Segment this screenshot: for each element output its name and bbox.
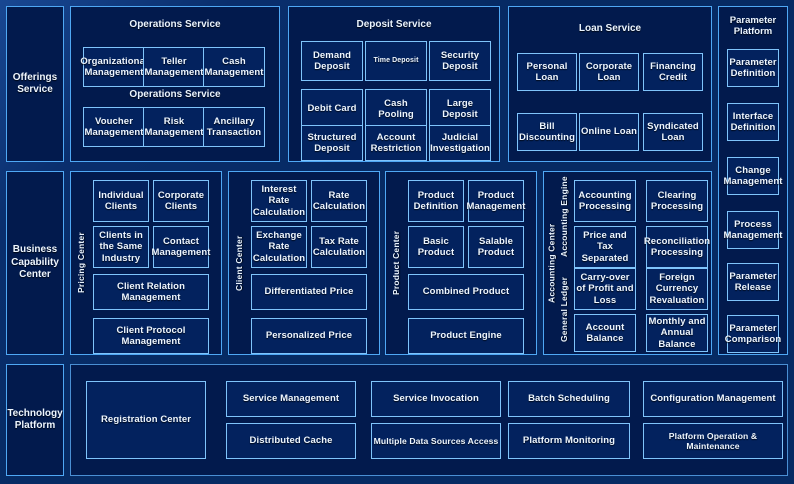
center-item[interactable]: Individual Clients	[93, 180, 149, 222]
offering-item[interactable]: Time Deposit	[365, 41, 427, 81]
offering-item[interactable]: Financing Credit	[643, 53, 703, 91]
offering-item[interactable]: Online Loan	[579, 113, 639, 151]
general-ledger-item[interactable]: Monthly and Annual Balance	[646, 314, 708, 352]
technology-platform-item[interactable]: Multiple Data Sources Access	[371, 423, 501, 459]
parameter-platform-item[interactable]: Parameter Release	[727, 263, 779, 301]
accounting-engine-rail-label: Accounting Engine	[559, 176, 569, 258]
group-subtitle-operations-service: Operations Service	[129, 89, 221, 100]
parameter-platform-item[interactable]: Process Management	[723, 211, 782, 249]
center-item[interactable]: Tax Rate Calculation	[311, 226, 367, 268]
parameter-platform-item[interactable]: Parameter Definition	[727, 49, 779, 87]
offering-item[interactable]: Bill Discounting	[517, 113, 577, 151]
parameter-platform-item[interactable]: Change Management	[723, 157, 782, 195]
center-item[interactable]: Corporate Clients	[153, 180, 209, 222]
accounting-engine-item[interactable]: Clearing Processing	[646, 180, 708, 222]
group-title-operations-service: Operations Service	[129, 19, 221, 30]
general-ledger-rail-label: General Ledger	[559, 276, 569, 342]
offering-item[interactable]: Structured Deposit	[301, 125, 363, 161]
center-item[interactable]: Product Definition	[408, 180, 464, 222]
general-ledger-item[interactable]: Foreign Currency Revaluation	[646, 268, 708, 310]
center-item[interactable]: Clients in the Same Industry	[93, 226, 149, 268]
offering-item[interactable]: Cash Management	[203, 47, 265, 87]
group-title-deposit-service: Deposit Service	[356, 19, 432, 30]
technology-platform-item[interactable]: Batch Scheduling	[508, 381, 630, 417]
accounting-engine-item[interactable]: Reconciliation Processing	[644, 226, 710, 268]
offering-item[interactable]: Organizational Management	[80, 47, 148, 87]
center-item[interactable]: Exchange Rate Calculation	[251, 226, 307, 268]
technology-platform-item[interactable]: Service Management	[226, 381, 356, 417]
center-item[interactable]: Contact Management	[151, 226, 210, 268]
technology-platform-item[interactable]: Distributed Cache	[226, 423, 356, 459]
center-item-wide[interactable]: Product Engine	[408, 318, 524, 354]
general-ledger-item[interactable]: Carry-over of Profit and Loss	[574, 268, 636, 310]
offering-item[interactable]: Large Deposit	[429, 89, 491, 129]
center-item-wide[interactable]: Client Relation Management	[93, 274, 209, 310]
center-rail-label: Client Center	[234, 235, 244, 291]
center-item[interactable]: Salable Product	[468, 226, 524, 268]
technology-registration-center[interactable]: Registration Center	[86, 381, 206, 459]
accounting-engine-item[interactable]: Price and Tax Separated	[574, 226, 636, 268]
center-rail-label: Pricing Center	[76, 232, 86, 294]
offering-item[interactable]: Voucher Management	[83, 107, 145, 147]
offering-item[interactable]: Corporate Loan	[579, 53, 639, 91]
group-title-loan-service: Loan Service	[578, 23, 642, 34]
offering-item[interactable]: Debit Card	[301, 89, 363, 129]
accounting-engine-item[interactable]: Accounting Processing	[574, 180, 636, 222]
technology-platform-item[interactable]: Service Invocation	[371, 381, 501, 417]
parameter-platform-item[interactable]: Interface Definition	[727, 103, 779, 141]
center-item[interactable]: Interest Rate Calculation	[251, 180, 307, 222]
offering-item[interactable]: Demand Deposit	[301, 41, 363, 81]
parameter-platform-item[interactable]: Parameter Comparison	[725, 315, 781, 353]
center-item[interactable]: Basic Product	[408, 226, 464, 268]
center-item-wide[interactable]: Combined Product	[408, 274, 524, 310]
offering-item[interactable]: Syndicated Loan	[643, 113, 703, 151]
offering-item[interactable]: Personal Loan	[517, 53, 577, 91]
offering-item[interactable]: Account Restriction	[365, 125, 427, 161]
offering-item[interactable]: Teller Management	[143, 47, 205, 87]
general-ledger-item[interactable]: Account Balance	[574, 314, 636, 352]
center-item[interactable]: Product Management	[466, 180, 525, 222]
offering-item[interactable]: Ancillary Transaction	[203, 107, 265, 147]
offering-item[interactable]: Judicial Investigation	[429, 125, 491, 161]
center-item-wide[interactable]: Personalized Price	[251, 318, 367, 354]
offering-item[interactable]: Risk Management	[143, 107, 205, 147]
technology-platform-item[interactable]: Platform Monitoring	[508, 423, 630, 459]
center-item[interactable]: Rate Calculation	[311, 180, 367, 222]
offering-item[interactable]: Security Deposit	[429, 41, 491, 81]
center-item-wide[interactable]: Differentiated Price	[251, 274, 367, 310]
center-item-wide[interactable]: Client Protocol Management	[93, 318, 209, 354]
technology-platform-item[interactable]: Configuration Management	[643, 381, 783, 417]
technology-platform-item[interactable]: Platform Operation & Maintenance	[643, 423, 783, 459]
offering-item[interactable]: Cash Pooling	[365, 89, 427, 129]
center-rail-label: Product Center	[391, 230, 401, 296]
